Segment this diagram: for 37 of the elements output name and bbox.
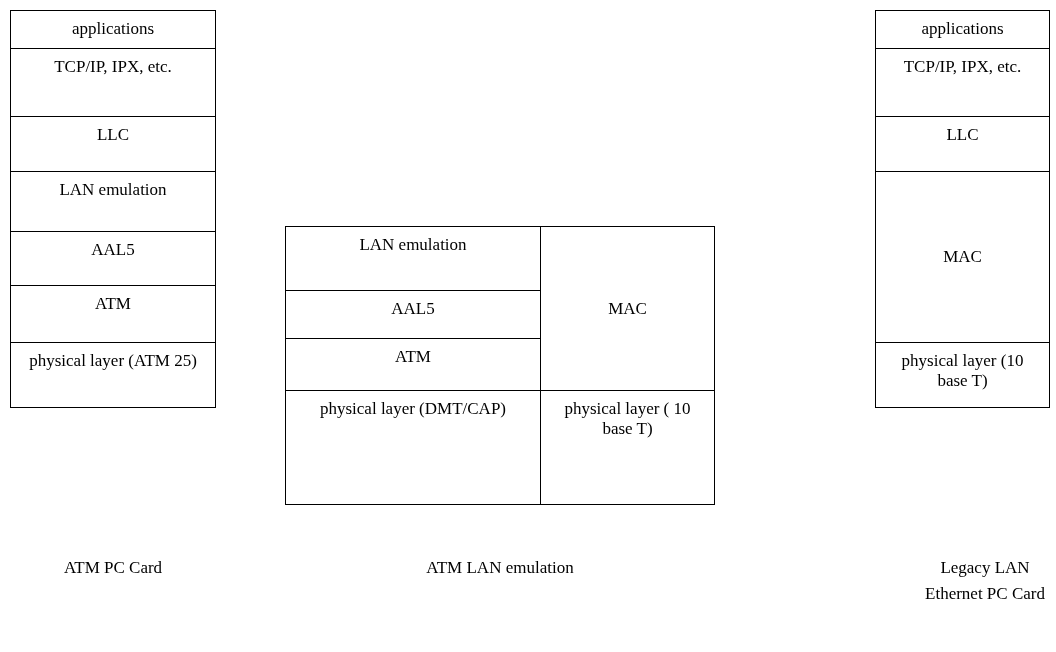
layer-label: physical layer ( 10 base T) (564, 399, 691, 438)
layer-box (10, 10, 216, 49)
layer-label: AAL5 (391, 299, 435, 318)
layer-label: MAC (608, 298, 647, 319)
layer-box (285, 390, 541, 505)
layer-box (540, 390, 715, 505)
layer-label: AAL5 (91, 240, 135, 259)
layer-label: LAN emulation (359, 235, 467, 254)
layer-box (10, 48, 216, 117)
layer-box (875, 342, 1050, 408)
layer-label: LLC (946, 125, 979, 144)
layer-label: LLC (96, 125, 130, 144)
layer-box (10, 285, 216, 343)
layer-label: physical layer (DMT/CAP) (320, 399, 506, 418)
layer-box (875, 116, 1050, 172)
stack-caption: ATM PC Card (62, 557, 164, 579)
layer-label: LAN emulation (59, 180, 167, 199)
layer-label: applications (71, 19, 155, 38)
stack-caption: Legacy LAN Ethernet PC Card (924, 557, 1046, 605)
layer-label: TCP/IP, IPX, etc. (903, 57, 1022, 76)
layer-box (10, 171, 216, 232)
layer-box (540, 226, 715, 391)
stack-caption: ATM LAN emulation (425, 557, 575, 579)
layer-box (875, 48, 1050, 117)
layer-box (10, 342, 216, 408)
layer-box (285, 226, 541, 291)
layer-label: physical layer (ATM 25) (29, 351, 197, 370)
layer-label: physical layer (10 base T) (901, 351, 1024, 390)
layer-label: ATM (95, 294, 131, 313)
layer-label: applications (921, 19, 1004, 38)
layer-box (875, 10, 1050, 49)
layer-label: MAC (943, 247, 982, 267)
layer-box (10, 231, 216, 286)
layer-box (10, 116, 216, 172)
layer-label: ATM (395, 347, 431, 366)
layer-label: TCP/IP, IPX, etc. (54, 57, 172, 76)
layer-box (875, 171, 1050, 343)
